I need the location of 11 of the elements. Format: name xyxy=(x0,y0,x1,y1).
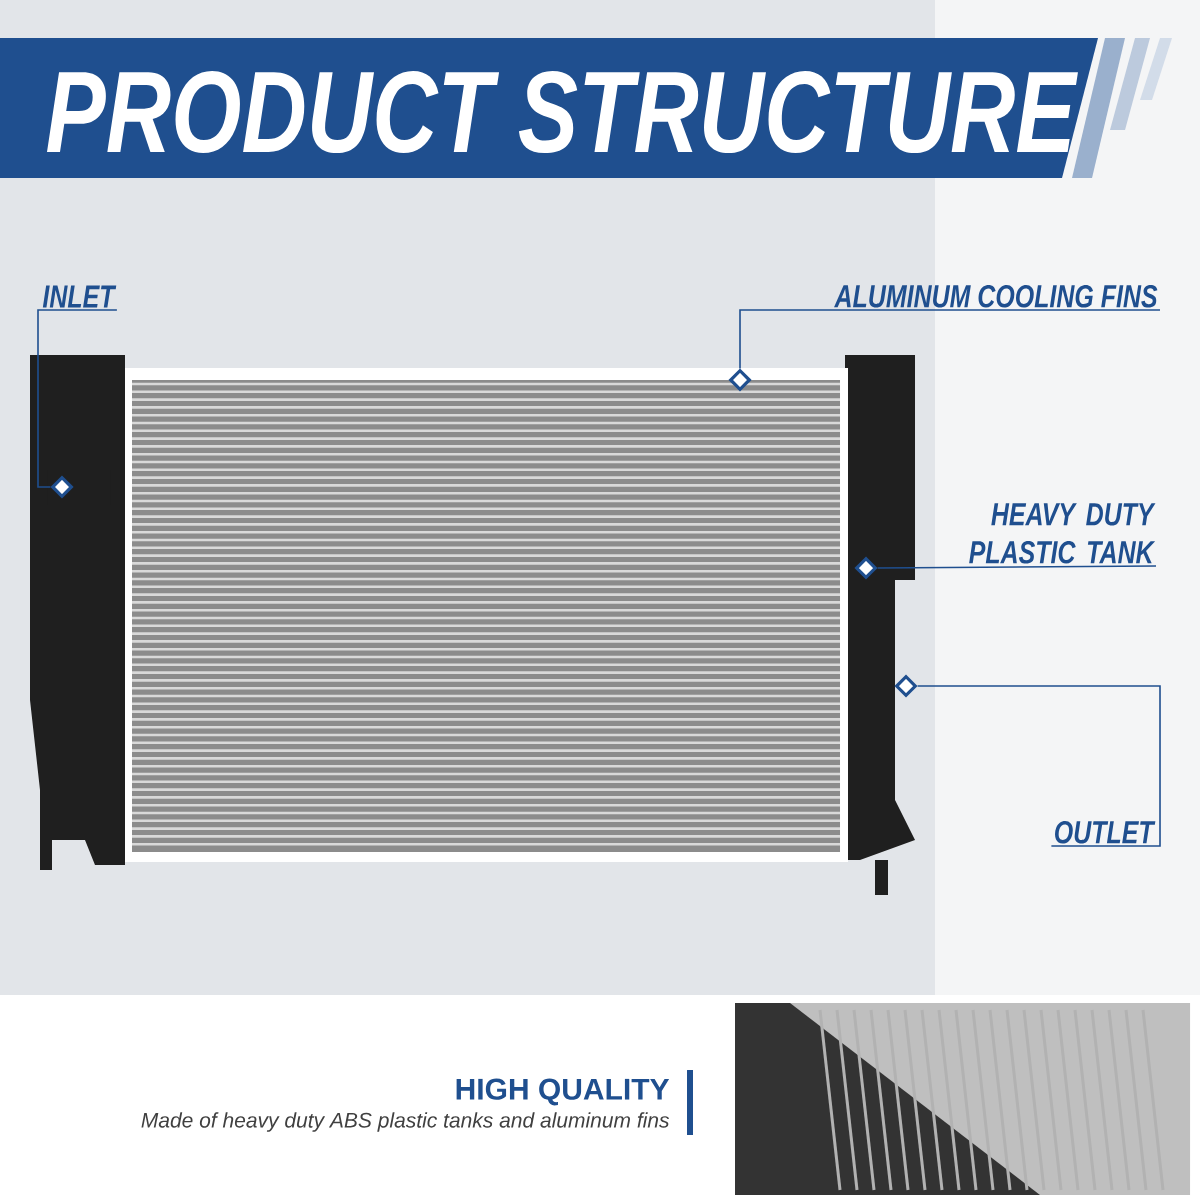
callout-label: OUTLET xyxy=(1055,820,1156,844)
leader-line xyxy=(916,685,1161,847)
callout-label: ALUMINUM COOLING FINS xyxy=(834,284,1158,308)
description: Made of heavy duty ABS plastic tanks and aluminum fins xyxy=(141,1112,670,1132)
leader-line xyxy=(37,309,118,488)
title-banner: PRODUCT STRUCTURE xyxy=(0,38,1098,178)
heading: HIGH QUALITY xyxy=(456,1078,670,1106)
leader-line xyxy=(876,565,1157,569)
callout-label: INLET xyxy=(42,285,117,308)
callout-label: HEAVY DUTY PLASTIC TANK xyxy=(969,503,1156,564)
leader-line xyxy=(739,309,1161,370)
